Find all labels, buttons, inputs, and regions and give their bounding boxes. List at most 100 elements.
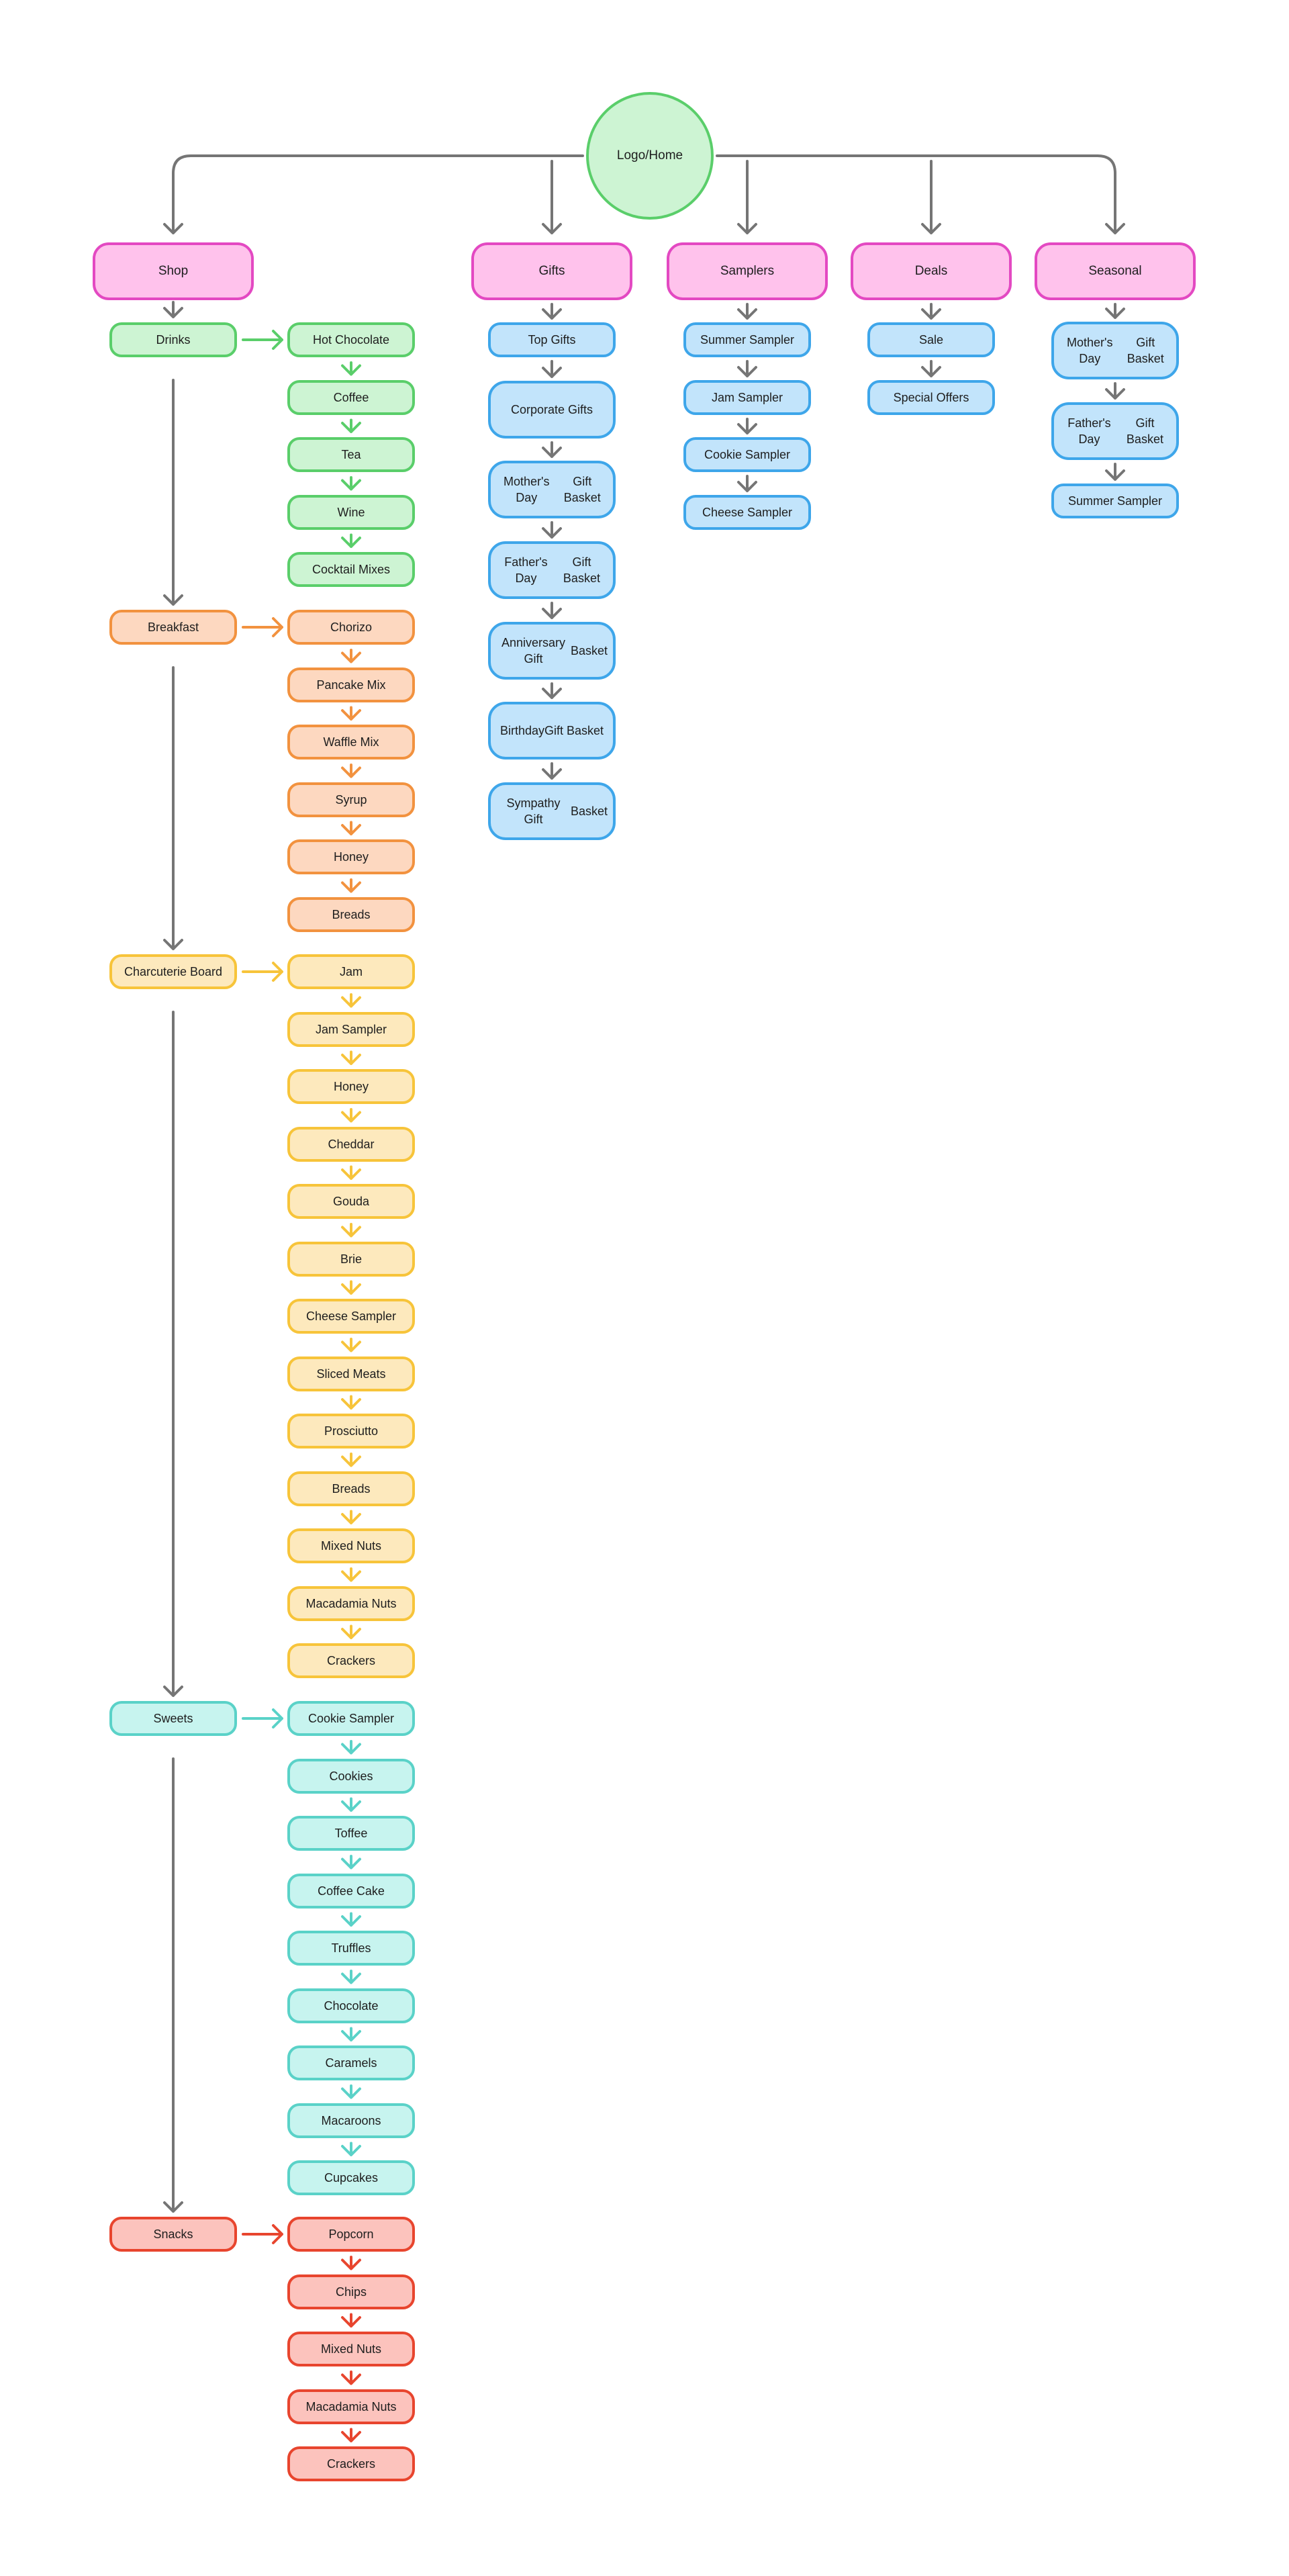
item-node-drinks-coffee[interactable]: Coffee	[287, 379, 415, 415]
item-node-drinks-tea[interactable]: Tea	[287, 437, 415, 472]
item-node-breakfast-honey[interactable]: Honey	[287, 839, 415, 874]
item-node-charcuterie-board-mixed-nuts-label: Mixed Nuts	[320, 1539, 382, 1553]
item-node-snacks-macadamia-nuts[interactable]: Macadamia Nuts	[287, 2389, 415, 2424]
item-node-breakfast-pancake-mix[interactable]: Pancake Mix	[287, 667, 415, 702]
logo-home-node[interactable]: Logo/Home	[586, 92, 714, 220]
gifts-item-node-sympathy-gift-basket-label-line-2: Basket	[570, 804, 608, 818]
item-node-charcuterie-board-honey-label: Honey	[333, 1080, 369, 1093]
category-node-snacks[interactable]: Snacks	[109, 2217, 237, 2252]
nav-node-seasonal[interactable]: Seasonal	[1035, 242, 1196, 300]
item-node-charcuterie-board-gouda[interactable]: Gouda	[287, 1184, 415, 1219]
item-node-sweets-macaroons[interactable]: Macaroons	[287, 2103, 415, 2138]
item-node-charcuterie-board-honey[interactable]: Honey	[287, 1069, 415, 1104]
connector-seasonal-0	[1105, 303, 1125, 319]
samplers-item-node-summer-sampler[interactable]: Summer Sampler	[683, 322, 811, 357]
item-node-sweets-chocolate[interactable]: Chocolate	[287, 1988, 415, 2023]
item-node-drinks-cocktail-mixes[interactable]: Cocktail Mixes	[287, 552, 415, 587]
category-node-snacks-label: Snacks	[153, 2227, 193, 2241]
gifts-item-node-top-gifts[interactable]: Top Gifts	[488, 322, 616, 357]
item-node-breakfast-breads[interactable]: Breads	[287, 896, 415, 932]
connector-root-to-samplers	[737, 160, 757, 234]
connector-drinks-item-3	[341, 476, 361, 491]
item-node-charcuterie-board-jam-label: Jam	[339, 965, 363, 978]
item-node-sweets-toffee-label: Toffee	[334, 1827, 368, 1840]
seasonal-item-node-father-s-day-gift-basket-label-line-1: Father's Day	[1067, 416, 1111, 446]
connector-root-to-deals	[921, 160, 941, 234]
connector-snacks-item-4	[341, 2428, 361, 2442]
item-node-sweets-cookies[interactable]: Cookies	[287, 1758, 415, 1794]
item-node-charcuterie-board-macadamia-nuts[interactable]: Macadamia Nuts	[287, 1585, 415, 1621]
item-node-sweets-truffles[interactable]: Truffles	[287, 1931, 415, 1966]
item-node-sweets-cookie-sampler[interactable]: Cookie Sampler	[287, 1701, 415, 1736]
item-node-snacks-chips[interactable]: Chips	[287, 2274, 415, 2309]
connector-samplers-3	[737, 475, 757, 492]
item-node-sweets-toffee[interactable]: Toffee	[287, 1816, 415, 1851]
item-node-breakfast-waffle-mix[interactable]: Waffle Mix	[287, 725, 415, 760]
item-node-snacks-chips-label: Chips	[335, 2285, 367, 2299]
item-node-sweets-macaroons-label: Macaroons	[321, 2113, 381, 2127]
item-node-snacks-mixed-nuts[interactable]: Mixed Nuts	[287, 2332, 415, 2366]
nav-node-shop[interactable]: Shop	[93, 242, 254, 300]
item-node-snacks-popcorn[interactable]: Popcorn	[287, 2217, 415, 2252]
seasonal-item-node-summer-sampler[interactable]: Summer Sampler	[1051, 484, 1179, 518]
item-node-drinks-hot-chocolate[interactable]: Hot Chocolate	[287, 322, 415, 357]
item-node-charcuterie-board-jam-sampler[interactable]: Jam Sampler	[287, 1011, 415, 1047]
item-node-charcuterie-board-breads[interactable]: Breads	[287, 1471, 415, 1506]
nav-node-deals[interactable]: Deals	[851, 242, 1012, 300]
item-node-breakfast-syrup[interactable]: Syrup	[287, 782, 415, 817]
item-node-charcuterie-board-sliced-meats[interactable]: Sliced Meats	[287, 1356, 415, 1391]
item-node-sweets-caramels[interactable]: Caramels	[287, 2045, 415, 2080]
item-node-charcuterie-board-jam[interactable]: Jam	[287, 954, 415, 989]
connector-breakfast-item-4	[341, 821, 361, 835]
gifts-item-node-father-s-day-gift-basket-label-line-1: Father's Day	[504, 555, 548, 585]
category-node-drinks[interactable]: Drinks	[109, 322, 237, 357]
item-node-sweets-caramels-label: Caramels	[325, 2056, 377, 2070]
seasonal-item-node-mother-s-day-gift-basket-label-line-1: Mother's Day	[1067, 336, 1113, 365]
nav-node-samplers-label: Samplers	[720, 264, 775, 278]
item-node-breakfast-chorizo[interactable]: Chorizo	[287, 610, 415, 645]
item-node-charcuterie-board-jam-sampler-label: Jam Sampler	[315, 1022, 387, 1036]
connector-snacks-item-2	[341, 2313, 361, 2328]
nav-node-shop-label: Shop	[158, 264, 189, 278]
item-node-charcuterie-board-brie[interactable]: Brie	[287, 1241, 415, 1277]
connector-charcuterie-board-item-7	[341, 1338, 361, 1352]
connector-shop-to-drinks	[163, 301, 183, 318]
deals-item-node-sale-label: Sale	[918, 333, 944, 347]
nav-node-gifts[interactable]: Gifts	[471, 242, 632, 300]
category-node-breakfast[interactable]: Breakfast	[109, 610, 237, 645]
item-node-snacks-mixed-nuts-label: Mixed Nuts	[320, 2342, 382, 2356]
samplers-item-node-jam-sampler[interactable]: Jam Sampler	[683, 380, 811, 415]
category-node-charcuterie-board[interactable]: Charcuterie Board	[109, 954, 237, 989]
samplers-item-node-summer-sampler-label: Summer Sampler	[700, 333, 795, 347]
samplers-item-node-cookie-sampler[interactable]: Cookie Sampler	[683, 437, 811, 472]
category-node-sweets[interactable]: Sweets	[109, 1701, 237, 1736]
connector-gifts-6	[542, 762, 562, 780]
connector-category-chain-1	[163, 379, 183, 606]
item-node-charcuterie-board-cheese-sampler[interactable]: Cheese Sampler	[287, 1299, 415, 1334]
item-node-charcuterie-board-mixed-nuts[interactable]: Mixed Nuts	[287, 1528, 415, 1563]
deals-item-node-sale[interactable]: Sale	[867, 322, 995, 357]
item-node-charcuterie-board-prosciutto[interactable]: Prosciutto	[287, 1414, 415, 1448]
item-node-charcuterie-board-cheddar[interactable]: Cheddar	[287, 1126, 415, 1162]
item-node-drinks-wine[interactable]: Wine	[287, 494, 415, 530]
connector-gifts-1	[542, 360, 562, 378]
item-node-sweets-coffee-cake[interactable]: Coffee Cake	[287, 1873, 415, 1908]
item-node-charcuterie-board-crackers[interactable]: Crackers	[287, 1643, 415, 1678]
item-node-snacks-crackers[interactable]: Crackers	[287, 2446, 415, 2481]
deals-item-node-special-offers[interactable]: Special Offers	[867, 380, 995, 415]
connector-charcuterie-board-to-items	[242, 962, 283, 982]
connector-gifts-5	[542, 682, 562, 699]
nav-node-samplers[interactable]: Samplers	[667, 242, 828, 300]
samplers-item-node-cheese-sampler[interactable]: Cheese Sampler	[683, 495, 811, 530]
item-node-sweets-cupcakes[interactable]: Cupcakes	[287, 2160, 415, 2195]
connector-drinks-item-1	[341, 361, 361, 376]
gifts-item-node-corporate-gifts[interactable]: Corporate Gifts	[488, 381, 616, 439]
